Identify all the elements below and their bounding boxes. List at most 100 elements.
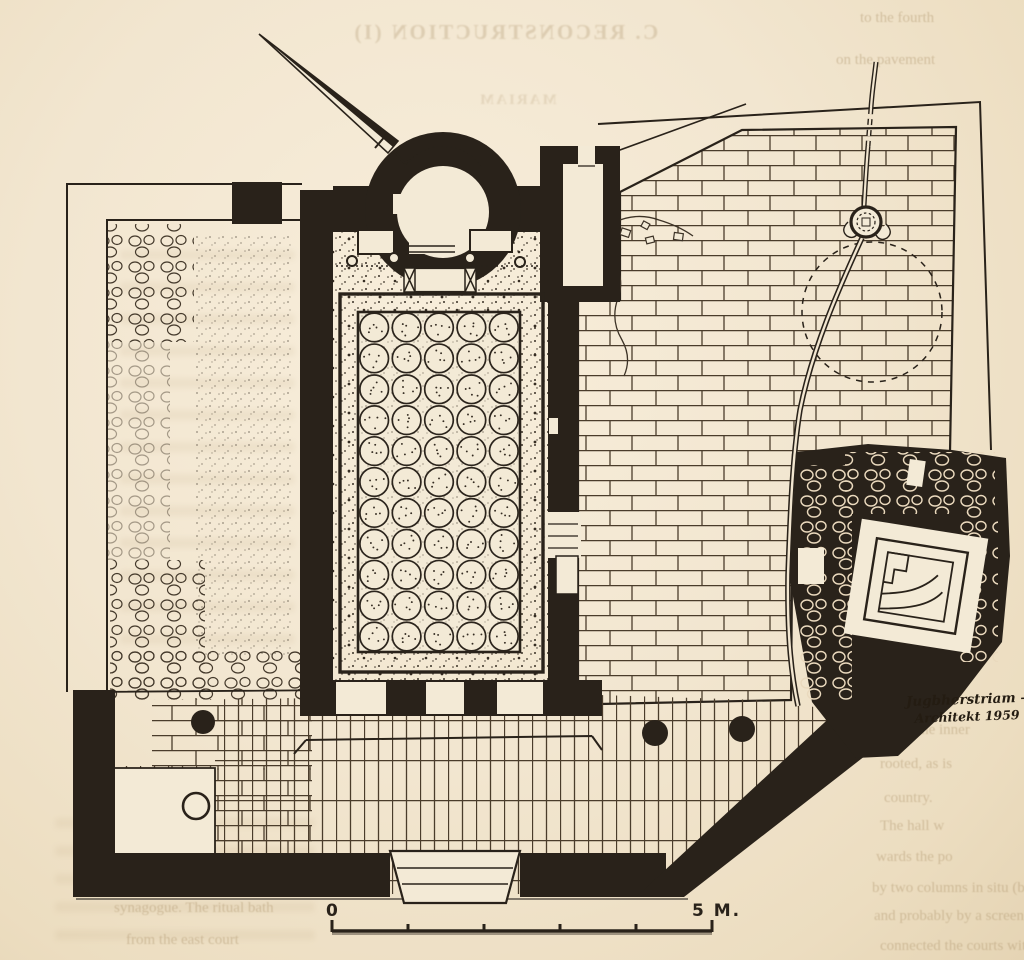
stipple-dot [401,641,404,644]
stipple-dot [437,333,439,336]
stipple-dot [494,329,497,331]
column-base-circle [359,312,390,343]
stipple-dot [437,582,440,585]
column-base-circle [423,590,455,621]
stipple-dot [429,423,432,426]
stipple-dot [431,419,434,422]
column-base-circle [456,466,487,498]
stipple-dot [434,605,437,608]
column-base-circle [423,497,455,529]
stipple-dot [508,393,511,396]
stipple-dot [414,487,417,489]
column-base-circle [423,405,455,436]
stipple-dot [441,512,444,515]
stipple-dot [372,546,375,549]
stipple-dot [403,358,406,360]
column-base-circle [391,528,422,559]
stipple-dot [402,479,405,482]
entrance-steps [388,849,522,905]
stipple-dot [365,513,368,515]
column-base [729,716,755,742]
stipple-dot [473,419,476,422]
ghost-smudge [55,930,315,940]
column-base-circle [488,497,519,529]
ghost-text-line: by two columns in situ (betwee [872,880,1024,896]
stipple-dot [437,633,440,636]
column-base-circle [488,435,519,467]
stipple-dot [497,325,500,328]
column-base-circle [391,405,422,436]
column-base-circle [456,497,487,529]
stipple-dot [433,578,436,581]
stipple-dot [442,420,445,423]
stipple-dot [402,386,404,388]
stipple-dot [406,426,409,429]
stipple-dot [469,332,472,335]
ghost-text-line: rooted, as is [880,756,953,772]
stipple-dot [368,637,371,640]
stipple-dot [445,486,448,489]
stipple-dot [381,539,384,542]
column-base-circle [456,590,487,621]
column-base-circle [423,466,455,498]
stipple-dot [366,599,369,602]
stipple-dot [477,485,480,488]
column-base-circle [488,559,519,590]
scale-label-right: 5 M. [692,901,741,921]
south-door-west [336,682,386,714]
stipple-dot [412,390,414,393]
stipple-dot [501,358,504,361]
stipple-dot [412,539,415,542]
stipple-dot [435,386,438,389]
stipple-dot [407,359,410,362]
stipple-dot [448,326,451,329]
stipple-dot [502,550,504,552]
ghost-text-line: connected the courts with [880,938,1024,954]
stipple-dot [380,330,383,333]
stipple-dot [504,514,507,517]
stipple-dot [408,547,411,550]
stipple-dot [438,414,441,417]
stipple-dot [375,381,378,384]
stipple-dot [494,351,496,354]
ghost-text-line: synagogue. The ritual bath [114,900,274,916]
stipple-dot [430,324,433,327]
stipple-dot [508,606,511,609]
water-channel [785,61,879,707]
stipple-dot [476,443,479,446]
stipple-dot [504,634,507,637]
stipple-dot [499,477,502,480]
stipple-dot [472,633,475,636]
stipple-dot [411,451,414,454]
stipple-dot [403,542,406,545]
ghost-text-line: and probably by a screen as well. [874,908,1024,924]
outer-boundary-lines [597,100,992,451]
stipple-dot [373,506,375,509]
stipple-dot [463,325,466,328]
stipple-dot [513,542,516,545]
scale-bar: 0 5 M. [326,901,741,935]
stipple-dot [398,481,401,484]
column-base-circle [456,528,487,559]
stipple-dot [401,323,404,326]
stipple-dot [476,394,479,397]
stipple-dot [499,597,502,599]
stipple-dot [434,640,437,643]
stipple-dot [471,415,473,418]
stipple-dot [394,603,397,606]
ghost-text-line: The hall w [880,818,945,834]
stipple-dot [474,505,477,508]
stipple-dot [470,478,473,481]
stipple-dot [462,423,465,426]
stipple-dot [467,350,470,353]
column-base-circle [488,528,519,559]
ghost-text-line: wards the po [876,849,953,865]
stipple-dot [461,572,464,575]
stipple-dot [506,479,509,482]
stipple-dot [467,413,469,416]
stipple-dot [398,517,401,520]
column-base-circle [488,343,519,374]
basin-ring [181,791,211,821]
stipple-dot [494,509,497,512]
